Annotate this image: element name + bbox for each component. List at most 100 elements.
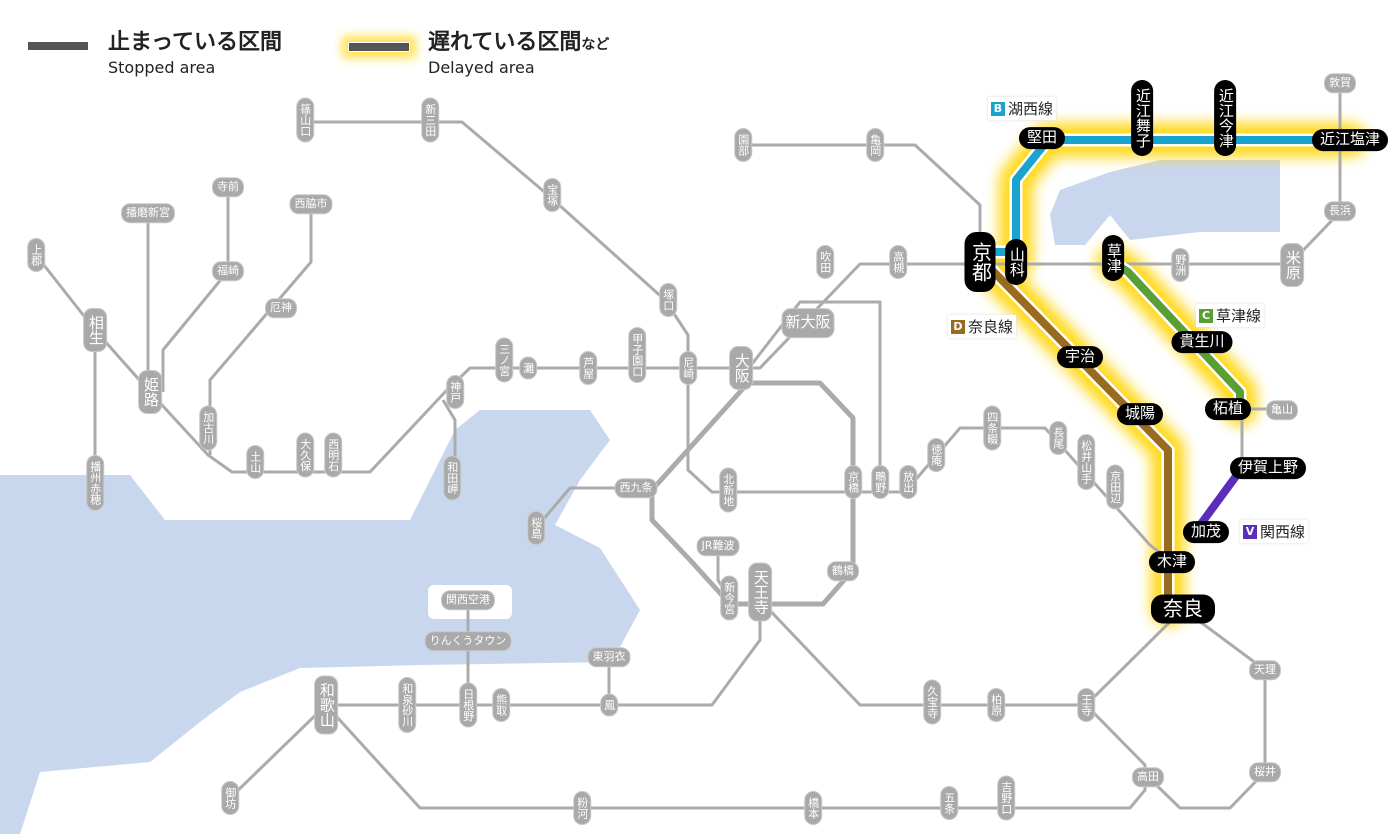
station[interactable]: 王寺 (1077, 688, 1095, 722)
station[interactable]: 新大阪 (781, 308, 835, 338)
station[interactable]: 福崎 (212, 261, 244, 281)
delayed-station[interactable]: 宇治 (1056, 346, 1104, 368)
station[interactable]: 日根野 (459, 682, 477, 728)
station[interactable]: 塚口 (659, 283, 677, 317)
station[interactable]: 桜井 (1249, 762, 1281, 782)
station[interactable]: 四条畷 (983, 405, 1001, 451)
delayed-swatch (348, 42, 410, 52)
station[interactable]: 鶴橋 (827, 561, 859, 581)
station[interactable]: 厄神 (265, 298, 297, 318)
station[interactable]: 西明石 (324, 432, 342, 478)
station[interactable]: 姫路 (138, 370, 162, 414)
station[interactable]: 京田辺 (1106, 464, 1124, 510)
station[interactable]: 新三田 (421, 97, 439, 143)
station[interactable]: 天理 (1249, 660, 1281, 680)
station[interactable]: 粉河 (573, 791, 591, 825)
station[interactable]: 野洲 (1171, 248, 1189, 282)
station[interactable]: 播磨新宮 (121, 203, 175, 223)
station[interactable]: 西九条 (614, 478, 658, 498)
delayed-station[interactable]: 城陽 (1116, 403, 1164, 425)
line-kisei (228, 703, 328, 800)
station[interactable]: 熊取 (492, 688, 510, 722)
line-code-badge: D (951, 319, 965, 334)
line-bantan (161, 187, 230, 392)
line-name: 草津線 (1216, 307, 1262, 325)
station[interactable]: 松井山手 (1077, 434, 1095, 490)
delayed-station[interactable]: 貴生川 (1171, 331, 1233, 353)
delayed-station[interactable]: 山科 (1005, 239, 1027, 285)
delayed-station[interactable]: 堅田 (1018, 127, 1066, 149)
station[interactable]: 和歌山 (314, 675, 338, 735)
line-name: 湖西線 (1008, 100, 1054, 118)
station[interactable]: 上郡 (27, 238, 45, 272)
delayed-station[interactable]: 奈良 (1151, 594, 1215, 624)
station[interactable]: 放出 (899, 465, 917, 499)
delayed-station[interactable]: 近江塩津 (1311, 129, 1389, 151)
station[interactable]: 芦屋 (579, 351, 597, 385)
station[interactable]: 相生 (83, 308, 107, 352)
station[interactable]: 徳庵 (927, 438, 945, 472)
delayed-station[interactable]: 柘植 (1204, 398, 1252, 420)
delayed-station[interactable]: 加茂 (1182, 521, 1230, 543)
station[interactable]: 土山 (246, 445, 264, 479)
station[interactable]: 新今宮 (720, 575, 738, 621)
station[interactable]: 灘 (519, 356, 537, 380)
line-sakurai (1146, 607, 1267, 810)
delayed-station[interactable]: 伊賀上野 (1229, 457, 1307, 479)
station[interactable]: 大阪 (729, 346, 753, 390)
station[interactable]: 寺前 (212, 177, 244, 197)
station[interactable]: 鳳 (600, 693, 618, 717)
station[interactable]: 米原 (1280, 243, 1304, 287)
station[interactable]: 御坊 (221, 781, 239, 815)
station[interactable]: 神戸 (446, 375, 464, 409)
station[interactable]: 長浜 (1324, 201, 1356, 221)
station[interactable]: 鴫野 (871, 465, 889, 499)
station[interactable]: 篠山口 (296, 97, 314, 143)
station[interactable]: 敦賀 (1324, 73, 1356, 93)
station[interactable]: 五条 (940, 786, 958, 820)
station[interactable]: 京橋 (844, 465, 862, 499)
station[interactable]: 園部 (734, 128, 752, 162)
station[interactable]: 高槻 (889, 245, 907, 279)
station[interactable]: りんくうタウン (424, 631, 512, 651)
station[interactable]: 和泉砂川 (398, 677, 416, 733)
delayed-station[interactable]: 木津 (1148, 551, 1196, 573)
station[interactable]: 橋本 (804, 791, 822, 825)
legend-stopped-en: Stopped area (108, 58, 216, 77)
delayed-station[interactable]: 近江舞子 (1131, 80, 1153, 156)
line-wakayama (324, 703, 1147, 810)
line-label-kusatsu[interactable]: C 草津線 (1196, 304, 1265, 327)
line-name: 関西線 (1260, 523, 1306, 541)
station[interactable]: JR難波 (696, 536, 740, 556)
osaka-bay (0, 410, 640, 834)
station[interactable]: 甲子園口 (628, 327, 646, 383)
station[interactable]: 吉野口 (997, 775, 1015, 821)
line-label-kansai[interactable]: V 関西線 (1240, 520, 1309, 543)
station[interactable]: 尼崎 (679, 351, 697, 385)
station[interactable]: 吹田 (816, 245, 834, 279)
station[interactable]: 高田 (1132, 767, 1164, 787)
delayed-station[interactable]: 草津 (1102, 235, 1124, 281)
line-label-nara[interactable]: D 奈良線 (948, 315, 1017, 338)
line-label-kosei[interactable]: B 湖西線 (988, 97, 1057, 120)
station[interactable]: 天王寺 (748, 562, 772, 622)
station[interactable]: 和田岬 (443, 455, 461, 501)
station[interactable]: 北新地 (719, 467, 737, 513)
station[interactable]: 宝塚 (543, 178, 561, 212)
station[interactable]: 関西空港 (441, 590, 495, 610)
station[interactable]: 亀山 (1266, 400, 1298, 420)
station[interactable]: 長尾 (1049, 421, 1067, 455)
station[interactable]: 柏原 (987, 688, 1005, 722)
station[interactable]: 東羽衣 (587, 647, 631, 667)
line-sagano (743, 143, 982, 262)
station[interactable]: 加古川 (199, 405, 217, 451)
delayed-station[interactable]: 京都 (964, 232, 996, 292)
delayed-station[interactable]: 近江今津 (1214, 80, 1236, 156)
station[interactable]: 播州赤穂 (86, 455, 104, 511)
station[interactable]: 亀岡 (866, 128, 884, 162)
station[interactable]: 久宝寺 (923, 679, 941, 725)
station[interactable]: 三ノ宮 (495, 337, 513, 383)
station[interactable]: 桜島 (527, 511, 545, 545)
station[interactable]: 大久保 (296, 432, 314, 478)
station[interactable]: 西脇市 (289, 194, 333, 214)
